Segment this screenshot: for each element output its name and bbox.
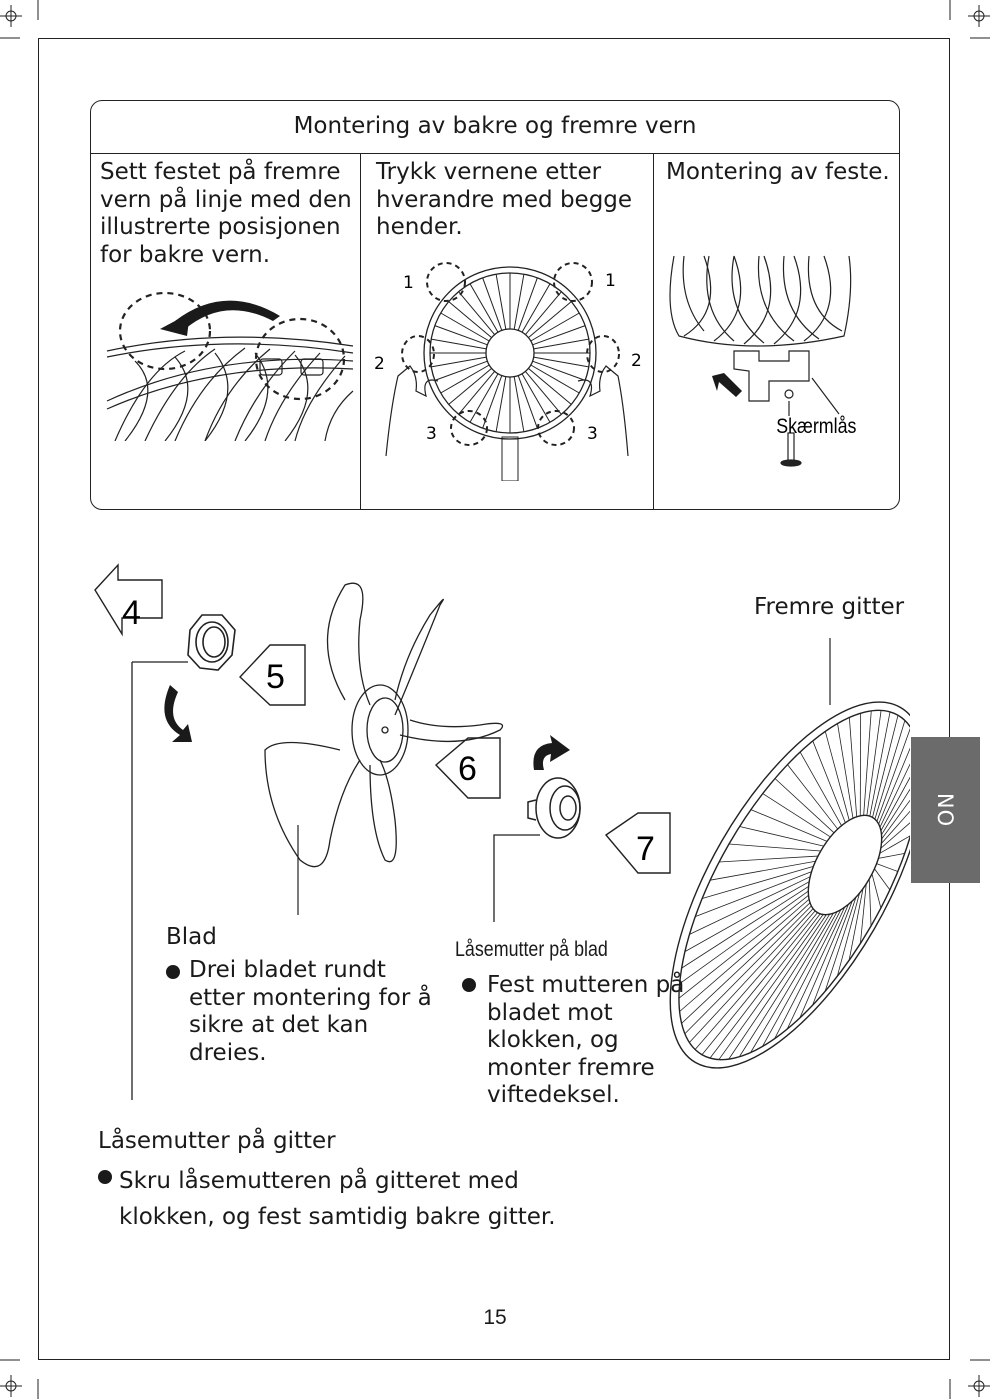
- bullet-icon: [98, 1170, 112, 1184]
- front-grille-label: Fremre gitter: [754, 594, 904, 622]
- step-3-text: Montering av feste.: [666, 159, 896, 187]
- assembly-steps-box: Montering av bakre og fremre vern Sett f…: [90, 100, 900, 510]
- step-2-text: Trykk vernene etter hverandre med begge …: [376, 159, 646, 242]
- grille-nut-title: Låsemutter på gitter: [98, 1128, 336, 1156]
- step-number-6: 6: [458, 750, 477, 788]
- marker-2-right: 2: [631, 351, 642, 371]
- marker-2-left: 2: [374, 354, 385, 374]
- page-number: 15: [470, 1306, 520, 1330]
- step-number-4: 4: [122, 594, 141, 632]
- bullet-icon: [166, 965, 180, 979]
- grille-lock-nut: [188, 615, 235, 670]
- press-guards-illustration: 1 1 2 2 3 3: [366, 256, 648, 481]
- marker-3-left: 3: [426, 424, 437, 444]
- blade-lock-nut: [528, 778, 580, 838]
- screen-lock-label: Skærmlås: [776, 415, 856, 439]
- fan-blade: [265, 583, 503, 866]
- exploded-assembly-diagram: 4 5 6 7: [40, 560, 910, 1100]
- step-number-5: 5: [266, 658, 285, 696]
- language-code: NO: [934, 793, 958, 827]
- blade-nut-note: Fest mutteren på bladet mot klokken, og …: [487, 972, 697, 1110]
- marker-1-right: 1: [605, 271, 616, 291]
- marker-1-left: 1: [403, 273, 414, 293]
- clockwise-arrow-icon: [164, 685, 192, 742]
- fixing-illustration: Skærmlås: [664, 251, 899, 476]
- marker-3-right: 3: [587, 424, 598, 444]
- column-divider: [360, 154, 361, 510]
- language-tab: NO: [911, 737, 980, 883]
- column-divider: [653, 154, 654, 510]
- blade-title: Blad: [166, 924, 217, 952]
- blade-nut-title: Låsemutter på blad: [455, 938, 608, 962]
- grille-nut-note: Skru låsemutteren på gitteret med klokke…: [119, 1163, 639, 1235]
- step-1-text: Sett festet på fremre vern på linje med …: [100, 159, 355, 269]
- box-title: Montering av bakre og fremre vern: [91, 101, 899, 154]
- grille-alignment-illustration: [105, 291, 355, 441]
- blade-note: Drei bladet rundt etter montering for å …: [189, 957, 449, 1067]
- counterclockwise-arrow-icon: [533, 735, 570, 770]
- bullet-icon: [462, 978, 476, 992]
- step-number-7: 7: [636, 830, 655, 868]
